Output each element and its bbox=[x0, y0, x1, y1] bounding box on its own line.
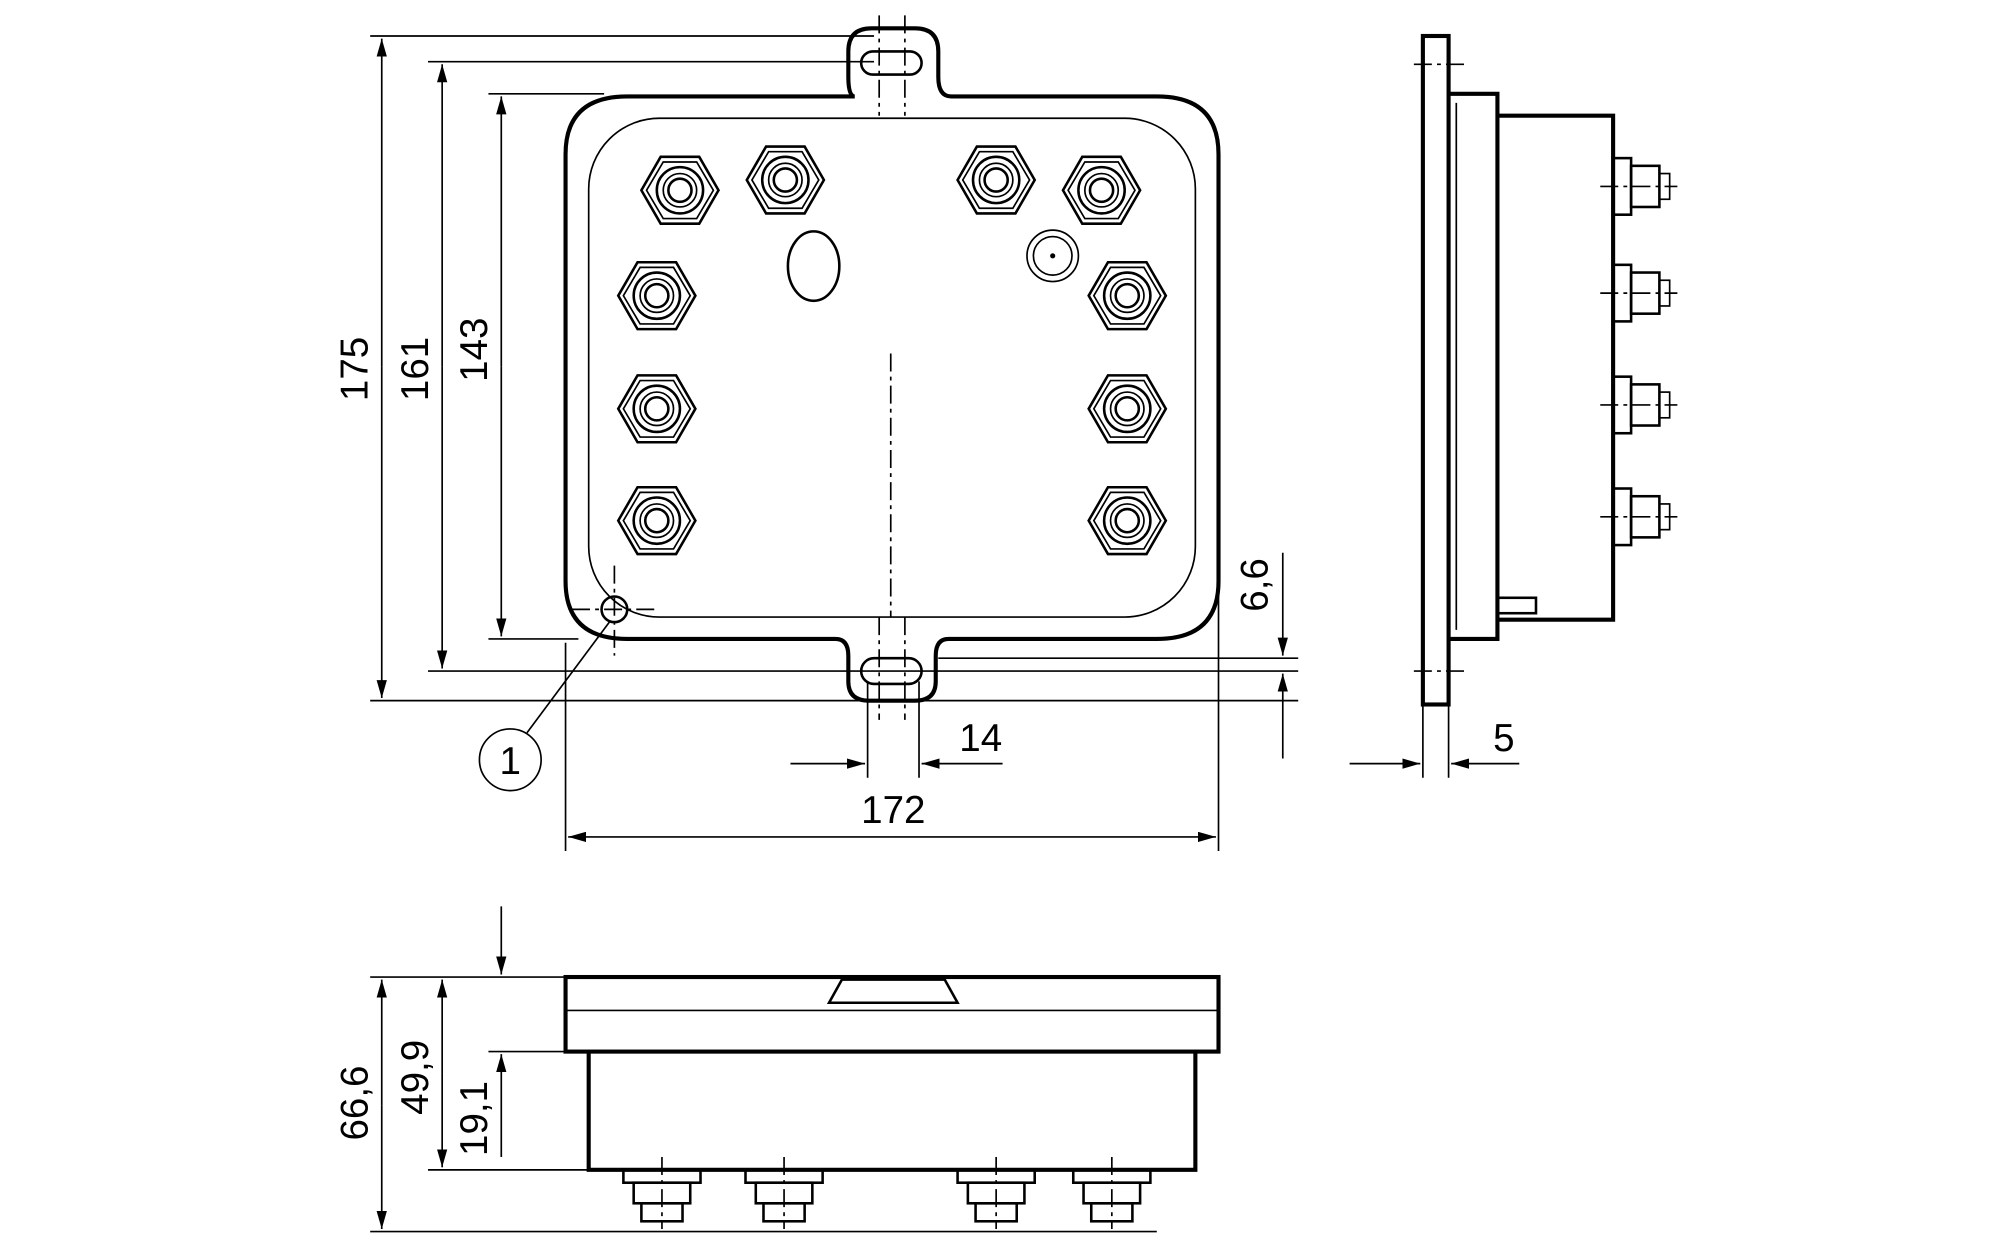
connector-nut-icon bbox=[956, 145, 1036, 215]
bottom-view: 66,6 49,9 19,1 bbox=[334, 906, 1221, 1233]
connector-nut-icon bbox=[745, 145, 826, 215]
front-view: 1 175 161 143 6,6 14 172 bbox=[334, 15, 1299, 852]
callout-label: 1 bbox=[500, 740, 521, 783]
connector-nut-icon bbox=[616, 485, 697, 556]
dim-depth-66-6: 66,6 bbox=[334, 1065, 377, 1140]
connector-nut-icon bbox=[616, 374, 697, 444]
dim-plate-thickness: 5 bbox=[1493, 717, 1514, 760]
side-view: 5 bbox=[1349, 33, 1679, 778]
dim-depth-49-9: 49,9 bbox=[394, 1040, 437, 1115]
dim-height-143: 143 bbox=[453, 318, 496, 382]
connector-nut-icon bbox=[1087, 260, 1168, 331]
connector-nut-icon bbox=[616, 260, 697, 331]
dim-tab-offset: 6,6 bbox=[1233, 558, 1276, 612]
connector-nut-icon bbox=[640, 155, 720, 225]
connector-nut-icon bbox=[1087, 485, 1168, 556]
dim-height-175: 175 bbox=[334, 337, 377, 401]
side-connector-icon bbox=[1598, 375, 1679, 435]
dim-height-161: 161 bbox=[394, 337, 437, 401]
side-connector-icon bbox=[1598, 263, 1679, 323]
dim-tab-width: 14 bbox=[959, 717, 1002, 760]
dim-width-172: 172 bbox=[861, 789, 925, 832]
oval-window bbox=[786, 230, 841, 303]
connector-nut-icon bbox=[1061, 155, 1142, 225]
connector-nut-icon bbox=[1087, 374, 1168, 444]
side-connector-icon bbox=[1598, 487, 1679, 547]
callout-circle bbox=[478, 728, 542, 792]
side-connector-icon bbox=[1598, 156, 1679, 216]
dim-depth-19-1: 19,1 bbox=[453, 1081, 496, 1156]
